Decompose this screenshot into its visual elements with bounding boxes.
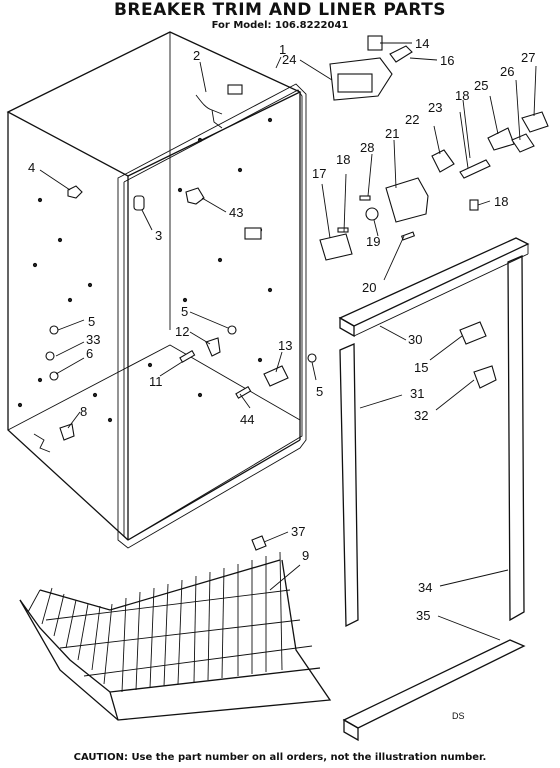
callout-14: 14 xyxy=(415,36,429,51)
callout-44: 44 xyxy=(240,412,254,427)
liner-cabinet xyxy=(6,31,307,549)
callout-27: 27 xyxy=(521,50,535,65)
callout-1: 1 xyxy=(279,42,286,57)
callout-32: 32 xyxy=(414,408,428,423)
top-parts xyxy=(319,35,549,261)
wire-basket xyxy=(19,551,332,721)
diagram-title: BREAKER TRIM AND LINER PARTS xyxy=(113,0,447,20)
callout-28: 28 xyxy=(360,140,374,155)
callout-labels: 1 2 14 16 24 27 26 25 18 23 22 21 28 18 … xyxy=(28,36,535,721)
callout-18b: 18 xyxy=(336,152,350,167)
callout-9: 9 xyxy=(302,548,309,563)
callout-24: 24 xyxy=(282,52,296,67)
callout-13: 13 xyxy=(278,338,292,353)
liner-parts xyxy=(33,185,317,453)
callout-21: 21 xyxy=(385,126,399,141)
callout-5c: 5 xyxy=(316,384,323,399)
callout-2: 2 xyxy=(193,48,200,63)
callout-18c: 18 xyxy=(494,194,508,209)
callout-35: 35 xyxy=(416,608,430,623)
callout-31: 31 xyxy=(410,386,424,401)
callout-19: 19 xyxy=(366,234,380,249)
part-37-clip xyxy=(251,535,267,551)
model-subtitle: For Model: 106.8222041 xyxy=(211,20,349,31)
callout-18a: 18 xyxy=(455,88,469,103)
leader-lines xyxy=(39,42,537,641)
callout-5b: 5 xyxy=(181,304,188,319)
callout-34: 34 xyxy=(418,580,432,595)
callout-30: 30 xyxy=(408,332,422,347)
callout-15: 15 xyxy=(414,360,428,375)
callout-4: 4 xyxy=(28,160,35,175)
callout-23: 23 xyxy=(428,100,442,115)
callout-37: 37 xyxy=(291,524,305,539)
callout-16: 16 xyxy=(440,53,454,68)
door-trim-frame xyxy=(338,237,530,742)
callout-5a: 5 xyxy=(88,314,95,329)
callout-20: 20 xyxy=(362,280,376,295)
callout-6: 6 xyxy=(86,346,93,361)
callout-33: 33 xyxy=(86,332,100,347)
diagram-code: DS xyxy=(452,711,465,721)
callout-26: 26 xyxy=(500,64,514,79)
caution-note: CAUTION: Use the part number on all orde… xyxy=(73,752,487,763)
callout-25: 25 xyxy=(474,78,488,93)
callout-8: 8 xyxy=(80,404,87,419)
callout-17: 17 xyxy=(312,166,326,181)
callout-43: 43 xyxy=(229,205,243,220)
callout-3: 3 xyxy=(155,228,162,243)
callout-22: 22 xyxy=(405,112,419,127)
callout-11: 11 xyxy=(149,374,163,389)
callout-12: 12 xyxy=(175,324,189,339)
